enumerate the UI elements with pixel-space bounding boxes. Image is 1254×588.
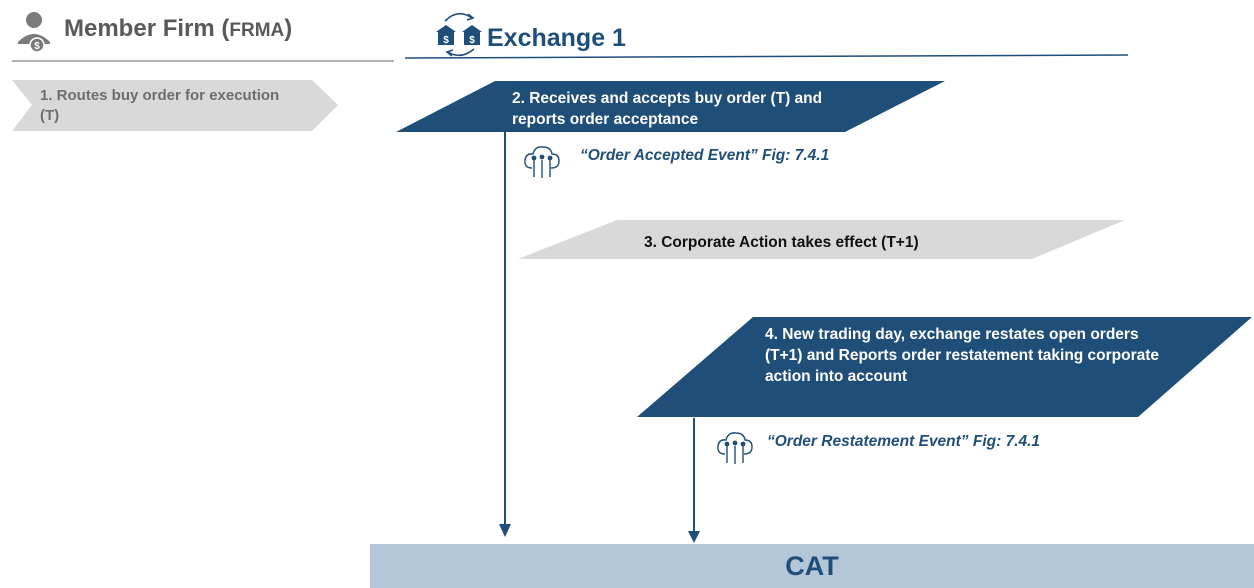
exchange-buildings-icon: $ $	[436, 12, 482, 57]
step-2-parallelogram	[396, 81, 945, 132]
member-firm-title-main: Member Firm (	[64, 15, 230, 42]
order-restatement-event-label: “Order Restatement Event” Fig: 7.4.1	[767, 433, 1041, 450]
arrow-head-1	[499, 524, 511, 537]
user-dollar-icon: $	[18, 12, 50, 53]
svg-text:$: $	[469, 35, 475, 46]
order-accepted-event-label: “Order Accepted Event” Fig: 7.4.1	[580, 147, 830, 164]
arrow-head-2	[688, 531, 700, 543]
cat-bar	[370, 544, 1254, 588]
step-3-label: 3. Corporate Action takes effect (T+1)	[644, 234, 919, 251]
network-cloud-icon	[717, 432, 753, 464]
cat-label: CAT	[785, 551, 839, 581]
step-4-parallelogram	[637, 317, 1252, 417]
member-firm-title-suffix: FRMA	[229, 20, 285, 41]
svg-text:$: $	[34, 41, 40, 52]
step-1-arrow-shape	[12, 80, 338, 131]
step-1-label: 1. Routes buy order for execution (T)	[40, 87, 280, 124]
exchange-title: Exchange 1	[487, 24, 626, 52]
step-3-parallelogram	[518, 220, 1125, 259]
exchange-underline	[404, 54, 1129, 59]
network-cloud-icon	[524, 146, 560, 178]
step-2-label: 2. Receives and accepts buy order (T) an…	[512, 90, 823, 128]
member-firm-title: Member Firm (FRMA)	[64, 15, 292, 43]
step-4-label: 4. New trading day, exchange restates op…	[765, 326, 1160, 385]
member-firm-title-close: )	[284, 15, 293, 42]
svg-text:$: $	[443, 35, 449, 46]
